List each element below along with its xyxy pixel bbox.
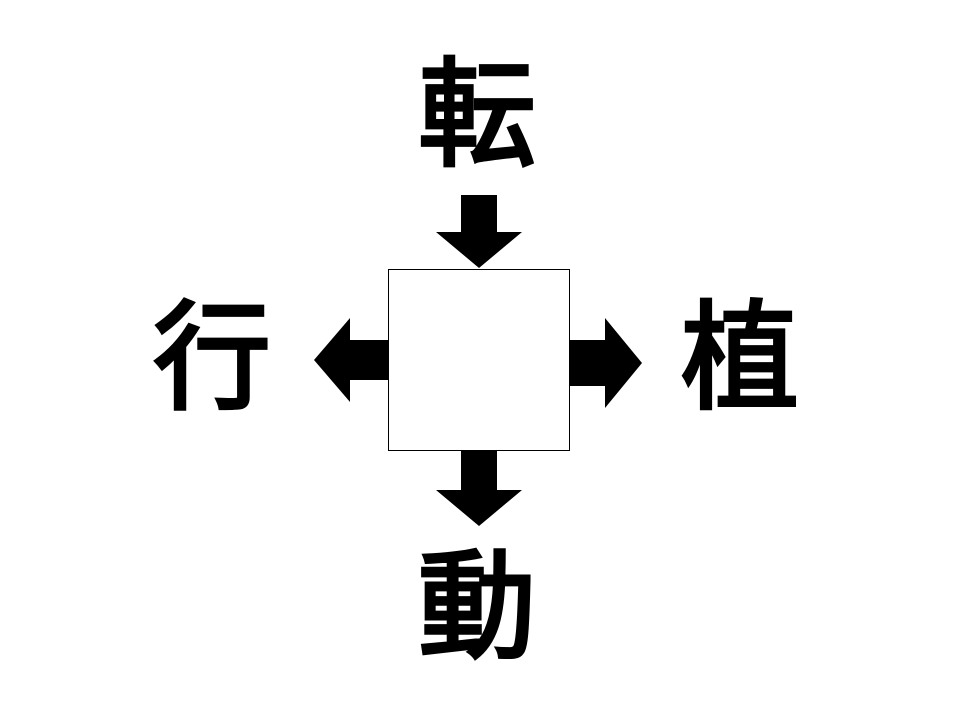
right-kanji: 植	[680, 289, 799, 427]
arrow-down-icon	[436, 195, 522, 268]
left-kanji: 行	[152, 289, 271, 427]
bottom-kanji: 動	[417, 538, 536, 676]
arrow-left-icon	[314, 318, 388, 402]
answer-text	[389, 270, 569, 450]
top-kanji: 転	[417, 46, 536, 184]
answer-box[interactable]	[388, 269, 570, 451]
arrow-down-icon	[436, 451, 522, 526]
arrow-right-icon	[570, 318, 642, 408]
